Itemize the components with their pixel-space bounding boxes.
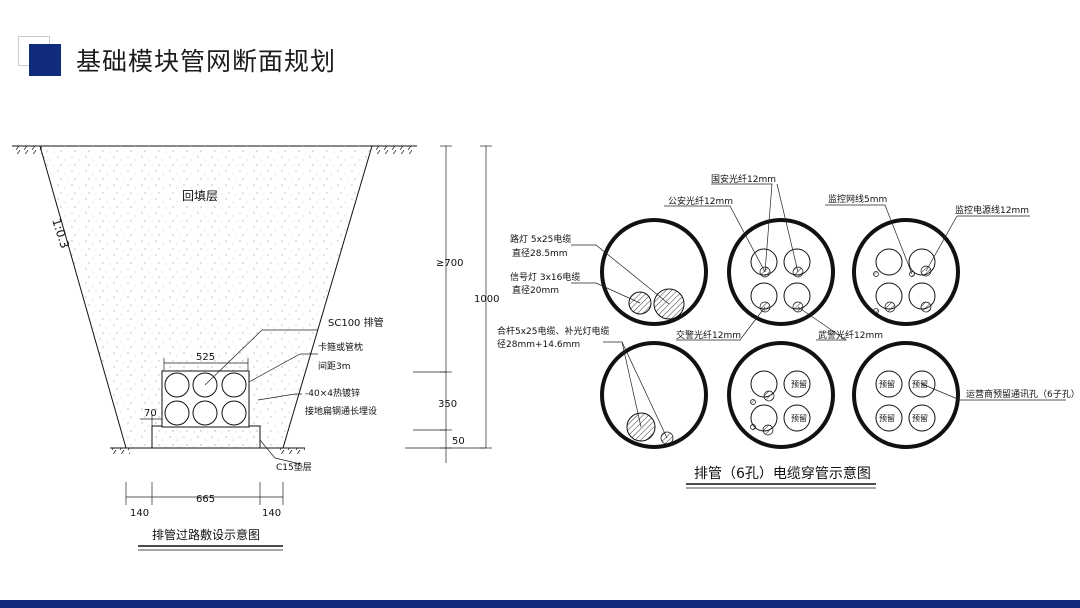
- pipe-hole: [221, 372, 247, 398]
- page-title: 基础模块管网断面规划: [76, 47, 337, 76]
- pipe-block: [161, 370, 250, 428]
- dim-665: 665: [196, 494, 215, 505]
- conduit-road-light: [600, 218, 708, 326]
- label-road-light-dia: 直径28.5mm: [512, 247, 568, 259]
- callout-spacing: 间距3m: [318, 360, 351, 372]
- callout-cushion: C15垫层: [276, 461, 312, 473]
- conduit-section: 预留 预留 预留 预留 预留 预留: [497, 173, 1080, 489]
- reserved-label: 预留: [879, 413, 895, 423]
- dim-50: 50: [452, 436, 465, 447]
- trench-left-wall: [39, 145, 127, 449]
- dim-350: 350: [438, 399, 457, 410]
- label-security-fiber: 国安光纤12mm: [711, 173, 776, 185]
- callout-clamp: 卡箍或管枕: [318, 341, 363, 353]
- c15-cushion: [151, 425, 261, 449]
- label-monitor-power: 监控电源线12mm: [955, 204, 1029, 216]
- bottom-bar: [0, 600, 1080, 608]
- trench-caption: 排管过路敷设示意图: [152, 527, 260, 542]
- dim-70: 70: [144, 408, 157, 419]
- trench-right-wall: [282, 145, 373, 449]
- pipe-hole: [164, 400, 190, 426]
- conduit-combined: [600, 341, 708, 449]
- reserved-label: 预留: [912, 379, 928, 389]
- conduit-caption: 排管（6孔）电缆穿管示意图: [694, 465, 871, 482]
- label-monitor-net: 监控网线5mm: [828, 193, 887, 205]
- callout-pipe: SC100 排管: [328, 316, 384, 329]
- bottom-hatch-right: [280, 448, 305, 454]
- ground-hatch-right: [372, 146, 412, 154]
- label-combined: 合杆5x25电缆、补光灯电缆: [497, 325, 610, 337]
- dim-140-right: 140: [262, 508, 281, 519]
- dim-1000: 1000: [474, 294, 499, 305]
- pipe-hole: [192, 372, 218, 398]
- ground-hatch-left: [12, 146, 42, 154]
- label-armed-fiber: 武警光纤12mm: [818, 329, 883, 341]
- label-road-light: 路灯 5x25电缆: [510, 233, 571, 245]
- backfill-area: [40, 146, 372, 448]
- reserved-label: 预留: [879, 379, 895, 389]
- label-public-fiber: 公安光纤12mm: [668, 195, 733, 207]
- title-accent-square: [29, 44, 61, 76]
- label-signal-light: 信号灯 3x16电缆: [510, 271, 580, 283]
- pipe-hole: [221, 400, 247, 426]
- label-traffic-fiber: 交警光纤12mm: [676, 329, 741, 341]
- callout-ground: 接地扁钢通长埋设: [305, 405, 377, 417]
- trench-section: 1:0.3 回填层 525 70: [12, 145, 499, 551]
- conduit-fiber-1: [727, 218, 835, 326]
- label-signal-light-dia: 直径20mm: [512, 284, 559, 296]
- dim-140-left: 140: [130, 508, 149, 519]
- reserved-label: 预留: [791, 413, 807, 423]
- conduit-fiber-2: 预留 预留: [727, 341, 835, 449]
- dim-700: ≥700: [436, 258, 463, 269]
- pipe-hole: [192, 400, 218, 426]
- label-operator: 运营商预留通讯孔（6子孔）: [966, 388, 1080, 400]
- reserved-label: 预留: [912, 413, 928, 423]
- bottom-hatch-left: [110, 448, 130, 454]
- dim-525: 525: [196, 352, 215, 363]
- conduit-operator: 预留 预留 预留 预留: [852, 341, 960, 449]
- backfill-label: 回填层: [182, 189, 218, 203]
- conduit-monitor: [852, 218, 960, 326]
- reserved-label: 预留: [791, 379, 807, 389]
- pipe-hole: [164, 372, 190, 398]
- label-combined-dia: 径28mm+14.6mm: [497, 338, 580, 350]
- callout-flat-steel: -40×4热镀锌: [305, 387, 360, 399]
